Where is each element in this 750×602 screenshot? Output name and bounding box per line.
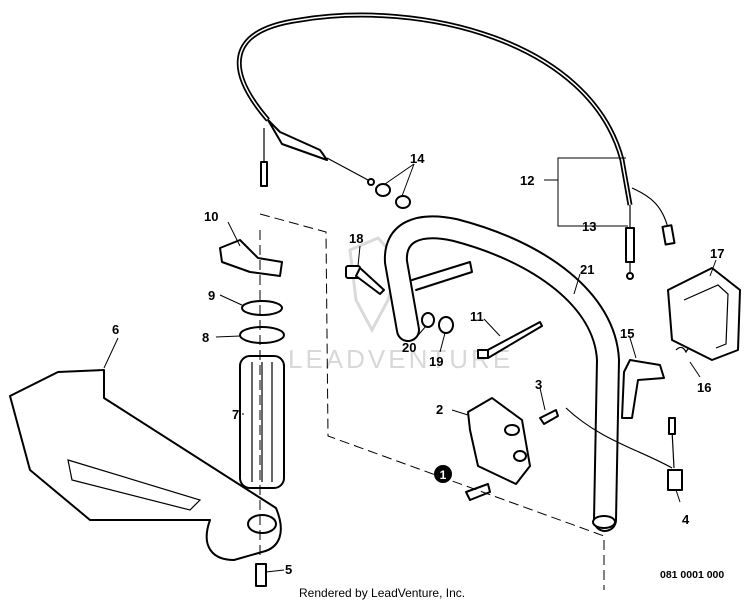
callout-15: 15 <box>620 326 634 341</box>
callout-18: 18 <box>349 231 363 246</box>
cable-tie <box>477 321 543 359</box>
callout-17: 17 <box>710 246 724 261</box>
handle-bar <box>383 215 621 532</box>
throttle-cable <box>236 12 676 280</box>
stop-switch <box>565 407 683 491</box>
callout-14: 14 <box>410 151 425 166</box>
nuts <box>375 183 411 209</box>
retaining-ring <box>241 300 283 316</box>
handle-clamp <box>467 397 531 485</box>
figure-code: 081 0001 000 <box>660 569 724 581</box>
callout-11: 11 <box>470 309 484 324</box>
bolt-18 <box>345 265 385 295</box>
callout-6: 6 <box>112 322 119 337</box>
callout-16: 16 <box>697 380 711 395</box>
watermark: LEADVENTURE <box>288 236 513 374</box>
callout-20: 20 <box>402 340 416 355</box>
callout-5: 5 <box>285 562 292 577</box>
callout-1-text: 1 <box>440 468 447 482</box>
grip-support <box>219 239 283 277</box>
callout-9: 9 <box>208 288 215 303</box>
screw-5 <box>255 563 267 587</box>
washer-19 <box>438 316 454 334</box>
assembly-lines <box>259 213 605 590</box>
handle-guard <box>9 369 282 561</box>
washer-20 <box>421 312 435 328</box>
screw-1 <box>465 483 491 501</box>
grip-ring <box>239 326 285 344</box>
callout-8: 8 <box>202 330 209 345</box>
callout-1: 1 <box>434 465 452 483</box>
callout-3: 3 <box>535 377 542 392</box>
footer-credit: Rendered by LeadVenture, Inc. <box>299 586 465 600</box>
handle-grip <box>239 355 285 489</box>
watermark-text: LEADVENTURE <box>288 344 513 374</box>
leader-lines <box>103 157 717 573</box>
callout-labels: 6 10 9 8 7 5 18 14 12 13 17 21 11 20 19 … <box>112 151 724 577</box>
screw-3 <box>539 409 559 425</box>
callout-2: 2 <box>436 402 443 417</box>
callout-4: 4 <box>682 512 690 527</box>
callout-7: 7 <box>232 407 239 422</box>
throttle-housing <box>667 267 741 361</box>
callout-10: 10 <box>204 209 218 224</box>
callout-21: 21 <box>580 262 594 277</box>
callout-12: 12 <box>520 173 534 188</box>
callout-13: 13 <box>582 219 596 234</box>
callout-19: 19 <box>429 354 443 369</box>
throttle-trigger <box>621 359 665 419</box>
